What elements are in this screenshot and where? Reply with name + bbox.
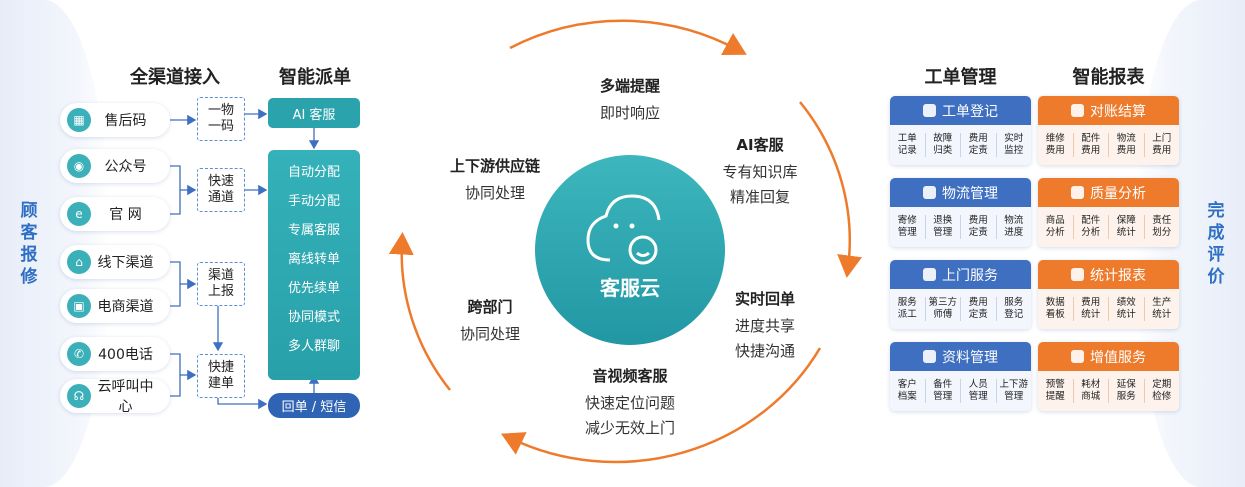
card-cell: 定期 检修 xyxy=(1152,379,1172,402)
heading-workorder: 工单管理 xyxy=(924,67,997,88)
dispatch-item[interactable]: 优先续单 xyxy=(287,281,340,296)
connector-fast-channel: 快速 通道 xyxy=(197,168,245,212)
card-cell: 商品 分析 xyxy=(1038,215,1074,239)
card-cell: 责任 划分 xyxy=(1152,215,1172,238)
card-cell: 退换 管理 xyxy=(926,215,961,239)
card-cell: 生产 统计 xyxy=(1152,297,1172,320)
card-cell: 上下游 管理 xyxy=(999,379,1028,402)
right-side-label: 完成评价 xyxy=(1207,201,1225,287)
store-icon: ⌂ xyxy=(67,250,91,274)
card-cell: 上门 费用 xyxy=(1152,133,1172,156)
pie-chart-icon xyxy=(1071,268,1084,281)
card-cell: 服务 登记 xyxy=(1004,297,1024,320)
card-cell: 数据 看板 xyxy=(1038,297,1074,321)
card-cell: 客户 档案 xyxy=(890,379,926,403)
call-center-icon: ☊ xyxy=(67,384,91,408)
card-cell: 实时 监控 xyxy=(1004,133,1024,156)
card-cell: 物流 费用 xyxy=(1109,133,1145,157)
service-cycle-ring xyxy=(388,19,862,464)
dispatch-item[interactable]: 专属客服 xyxy=(287,223,340,238)
channel-after-sales-code[interactable]: ▦售后码 xyxy=(60,103,170,137)
feature-cross-department: 跨部门 协同处理 xyxy=(459,298,520,343)
card-onsite-service[interactable]: 上门服务 服务 派工第三方 师傅费用 定责服务 登记 xyxy=(890,260,1031,329)
dispatch-item[interactable]: 多人群聊 xyxy=(287,339,340,354)
card-cell: 延保 服务 xyxy=(1109,379,1145,403)
dispatch-item[interactable]: 手动分配 xyxy=(287,194,340,209)
feature-multi-reminder: 多端提醒 即时响应 xyxy=(599,77,660,122)
card-document-management[interactable]: 资料管理 客户 档案备件 管理人员 管理上下游 管理 xyxy=(890,342,1031,411)
card-cell: 费用 定责 xyxy=(961,297,997,321)
card-work-order-register[interactable]: 工单登记 工单 记录故障 归类费用 定责实时 监控 xyxy=(890,96,1031,165)
dispatch-item[interactable]: 协同模式 xyxy=(287,310,340,325)
connector-quick-order: 快捷 建单 xyxy=(197,354,245,398)
card-cell: 保障 统计 xyxy=(1109,215,1145,239)
card-cell: 人员 管理 xyxy=(961,379,997,403)
ring-arc-bottom xyxy=(500,347,822,464)
ring-arc-top xyxy=(509,19,747,56)
reply-sms-button[interactable]: 回单 / 短信 xyxy=(268,393,360,418)
clipboard-icon xyxy=(923,104,936,117)
card-cell: 费用 统计 xyxy=(1074,297,1109,321)
card-cell: 费用 定责 xyxy=(961,215,997,239)
heading-report: 智能报表 xyxy=(1072,67,1145,88)
card-cell: 物流 进度 xyxy=(1004,215,1024,238)
ai-service-button[interactable]: AI 客服 xyxy=(268,98,360,128)
channel-offline[interactable]: ⌂线下渠道 xyxy=(60,245,170,279)
card-cell: 维修 费用 xyxy=(1038,133,1074,157)
connector-one-code: 一物 一码 xyxy=(197,97,245,141)
feature-supply-chain: 上下游供应链 协同处理 xyxy=(449,157,540,202)
card-cell: 预警 提醒 xyxy=(1038,379,1074,403)
qr-code-icon: ▦ xyxy=(67,108,91,132)
phone-icon: ✆ xyxy=(67,342,91,366)
card-quality-analysis[interactable]: 质量分析 商品 分析配件 分析保障 统计责任 划分 xyxy=(1038,178,1179,247)
card-cell: 第三方 师傅 xyxy=(926,297,961,321)
wrench-icon xyxy=(923,268,936,281)
yen-coin-icon xyxy=(1071,104,1084,117)
channel-400-phone[interactable]: ✆400电话 xyxy=(60,337,170,371)
card-cell: 耗材 商城 xyxy=(1074,379,1109,403)
card-cell: 配件 分析 xyxy=(1074,215,1109,239)
card-cell: 备件 管理 xyxy=(926,379,961,403)
feature-ai-service: AI客服 专有知识库 精准回复 xyxy=(722,136,798,206)
folder-icon xyxy=(923,350,936,363)
card-cell: 工单 记录 xyxy=(890,133,926,157)
shopping-bag-icon: ▣ xyxy=(67,294,91,318)
feature-av-service: 音视频客服 快速定位问题 减少无效上门 xyxy=(584,367,675,437)
connector-channel-report: 渠道 上报 xyxy=(197,262,245,306)
truck-icon xyxy=(923,186,936,199)
heading-dispatch: 智能派单 xyxy=(279,67,351,88)
heading-channels: 全渠道接入 xyxy=(130,67,220,88)
left-side-label: 顾客报修 xyxy=(20,201,38,287)
wechat-icon: ◉ xyxy=(67,154,91,178)
card-statistics-report[interactable]: 统计报表 数据 看板费用 统计绩效 统计生产 统计 xyxy=(1038,260,1179,329)
browser-icon: e xyxy=(67,202,91,226)
dispatch-item[interactable]: 离线转单 xyxy=(287,252,340,267)
channel-ecommerce[interactable]: ▣电商渠道 xyxy=(60,289,170,323)
card-settlement[interactable]: 对账结算 维修 费用配件 费用物流 费用上门 费用 xyxy=(1038,96,1179,165)
diamond-icon xyxy=(1071,350,1084,363)
channel-call-center[interactable]: ☊云呼叫中心 xyxy=(60,379,170,415)
ring-arc-left xyxy=(388,232,451,391)
card-cell: 寄修 管理 xyxy=(890,215,926,239)
card-cell: 服务 派工 xyxy=(890,297,926,321)
dispatch-list: 自动分配 手动分配 专属客服 离线转单 优先续单 协同模式 多人群聊 xyxy=(268,150,360,380)
hub-mascot-icon xyxy=(586,194,661,265)
feature-realtime-reply: 实时回单 进度共享 快捷沟通 xyxy=(734,290,795,360)
card-cell: 绩效 统计 xyxy=(1109,297,1145,321)
ring-arc-right xyxy=(799,101,862,278)
card-value-added-service[interactable]: 增值服务 预警 提醒耗材 商城延保 服务定期 检修 xyxy=(1038,342,1179,411)
channel-official-account[interactable]: ◉公众号 xyxy=(60,149,170,183)
card-cell: 费用 定责 xyxy=(961,133,997,157)
card-cell: 配件 费用 xyxy=(1074,133,1109,157)
hub-label: 客服云 xyxy=(600,276,660,300)
dispatch-item[interactable]: 自动分配 xyxy=(287,165,340,180)
card-logistics[interactable]: 物流管理 寄修 管理退换 管理费用 定责物流 进度 xyxy=(890,178,1031,247)
card-cell: 故障 归类 xyxy=(926,133,961,157)
bar-chart-icon xyxy=(1071,186,1084,199)
